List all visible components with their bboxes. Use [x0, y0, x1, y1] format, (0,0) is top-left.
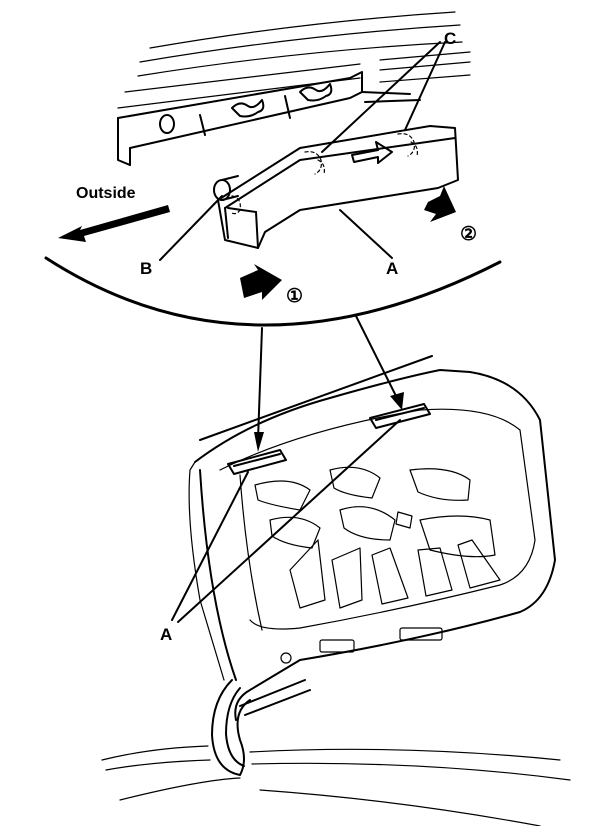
callout-a-detail-label: A	[386, 259, 398, 278]
lid-stiffener-cutouts	[254, 466, 501, 664]
callout-a-lid-label: A	[160, 625, 172, 644]
leader-lines-lid	[171, 419, 401, 623]
weatherstrip	[211, 679, 311, 776]
clip-a	[213, 125, 459, 249]
callout-c-label: C	[444, 29, 456, 48]
step-2-arrow-icon	[424, 186, 456, 222]
clip-arrow-icon	[351, 141, 393, 164]
lid-clip-right	[369, 403, 431, 429]
outside-direction-label: Outside	[76, 185, 136, 202]
detail-callout-arc	[44, 256, 502, 327]
leader-lines-detail	[159, 41, 446, 261]
lid-clip-left	[227, 449, 287, 475]
keyhole-slots	[159, 83, 333, 134]
step-1-label: ①	[286, 286, 303, 307]
detail-connectors	[254, 315, 404, 452]
step-2-label: ②	[460, 224, 477, 245]
mounting-rail	[117, 71, 421, 166]
trunk-lid	[101, 355, 571, 826]
detail-view	[44, 11, 502, 327]
pin-b	[213, 175, 241, 215]
body-lower-lines	[101, 745, 571, 826]
callout-b-label: B	[140, 259, 152, 278]
step-1-arrow-icon	[240, 264, 282, 300]
body-panel-lines	[117, 11, 471, 109]
outside-arrow-icon	[58, 205, 170, 242]
